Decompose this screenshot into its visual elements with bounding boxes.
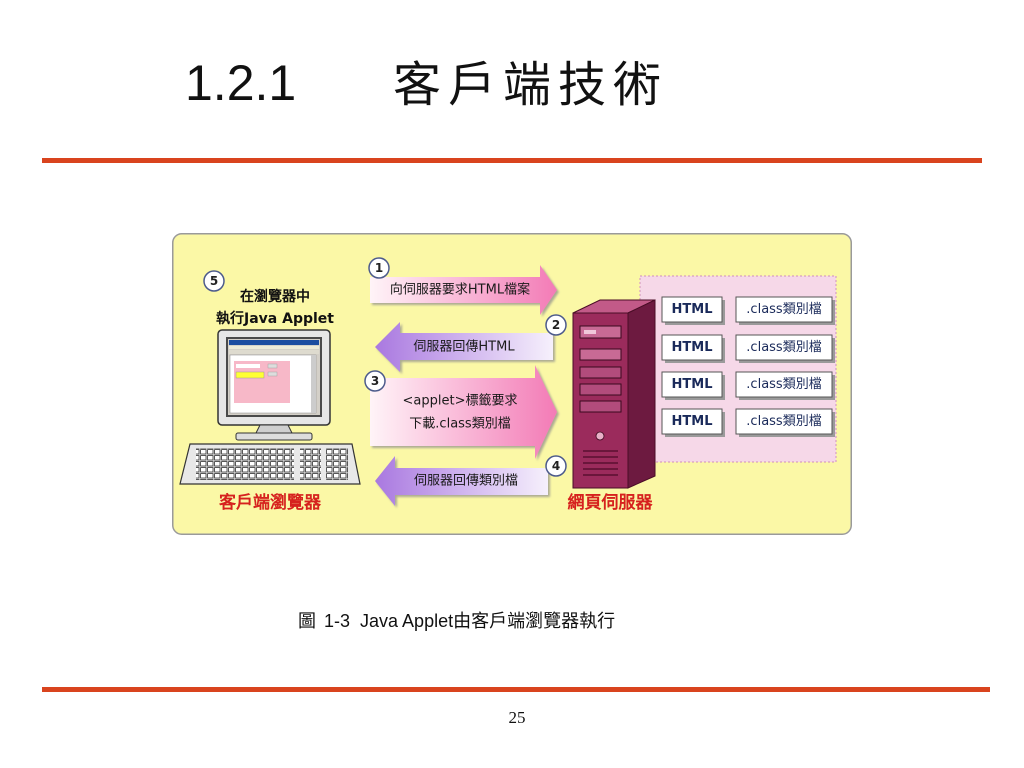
arrow-1-label: 向伺服器要求HTML檔案 [390, 282, 530, 298]
arrow-2-return-html: 伺服器回傳HTML [375, 322, 553, 372]
server-tower-icon [572, 299, 656, 489]
arrow-2-label: 伺服器回傳HTML [413, 340, 515, 355]
section-number: 1.2.1 [185, 55, 297, 111]
step-5-line-2: 執行Java Applet [216, 310, 334, 327]
file-row-4: HTML .class類別檔 [661, 408, 835, 437]
arrow-1-shape [370, 265, 557, 315]
step-5-number: 5 [210, 274, 218, 288]
file-row-3: HTML .class類別檔 [661, 371, 835, 400]
file-row-2: HTML .class類別檔 [661, 334, 835, 363]
html-file-box [661, 408, 723, 435]
html-file-box [661, 371, 723, 398]
arrow-3-label-line-1: <applet>標籤要求 [403, 394, 518, 409]
caption-figure-number: 1-3 Java Applet [324, 611, 454, 631]
screen-window-titlebar [229, 340, 319, 345]
step-4-badge: 4 [545, 455, 567, 477]
arrow-3-label-line-2: 下載.class類別檔 [409, 417, 510, 432]
arrow-4-return-class: 伺服器回傳類別檔 [375, 456, 548, 506]
screen-window-menubar [229, 346, 319, 349]
step-4-number: 4 [552, 459, 560, 473]
screen-applet-highlight [235, 371, 265, 379]
server-drive-bay [579, 383, 622, 396]
html-file-label: HTML [672, 414, 713, 429]
keyboard-icon [179, 443, 361, 485]
html-file-box [661, 296, 723, 323]
file-row-1: HTML .class類別檔 [661, 296, 835, 325]
class-file-label: .class類別檔 [746, 414, 821, 429]
arrow-3-shape [370, 365, 557, 459]
applet-diagram: 5 在瀏覽器中 執行Java Applet [172, 233, 852, 535]
computer-monitor-icon [217, 329, 331, 441]
server-drive-bay [579, 348, 622, 361]
server-drive-bay [579, 366, 622, 379]
screen-window-toolbar [229, 350, 319, 354]
keyboard-numpad-keys [326, 448, 348, 480]
screen-scrollbar [311, 355, 316, 413]
class-file-box [735, 371, 833, 398]
arrow-4-shape [375, 456, 548, 506]
web-server-label: 網頁伺服器 [568, 492, 654, 513]
monitor-neck [255, 424, 293, 434]
class-file-box [735, 296, 833, 323]
class-file-box [735, 334, 833, 361]
server-side [627, 299, 656, 489]
page-number: 25 [508, 708, 526, 727]
server-drive-bay [579, 325, 622, 339]
figure-caption: 圖 1-3 Java Applet由客戶端瀏覽器執行 [298, 607, 615, 635]
top-divider [42, 158, 982, 163]
step-1-circle [368, 257, 390, 279]
step-2-number: 2 [552, 318, 560, 332]
diagram-canvas: 5 在瀏覽器中 執行Java Applet [172, 233, 852, 535]
step-5-badge: 5 [203, 270, 225, 292]
keyboard-nav-keys [300, 448, 321, 480]
arrow-2-shape [375, 322, 553, 372]
html-file-label: HTML [672, 302, 713, 317]
step-5-circle [203, 270, 225, 292]
screen-applet-button [267, 363, 278, 369]
client-browser-label: 客戶端瀏覽器 [218, 492, 322, 513]
page-title: 客戶端技術 [393, 57, 669, 113]
arrow-3-request-class: <applet>標籤要求 下載.class類別檔 [370, 365, 557, 459]
step-2-badge: 2 [545, 314, 567, 336]
class-file-label: .class類別檔 [746, 377, 821, 392]
caption-text: 由客戶端瀏覽器執行 [453, 611, 616, 632]
class-file-label: .class類別檔 [746, 302, 821, 317]
arrow-4-label: 伺服器回傳類別檔 [414, 474, 518, 489]
step-3-number: 3 [371, 374, 379, 388]
step-3-circle [364, 370, 386, 392]
server-drive-slot [584, 330, 596, 334]
bottom-divider [42, 687, 990, 692]
screen-applet-field [236, 364, 260, 368]
html-file-label: HTML [672, 340, 713, 355]
html-file-box [661, 334, 723, 361]
server-drive-bay [579, 400, 622, 413]
monitor-base [235, 432, 313, 441]
caption-figure-label: 圖 [298, 611, 316, 632]
keyboard-main-keys [196, 448, 294, 480]
step-1-badge: 1 [368, 257, 390, 279]
step-4-circle [545, 455, 567, 477]
class-file-box [735, 408, 833, 435]
arrow-1-request-html: 向伺服器要求HTML檔案 [370, 265, 557, 315]
step-3-badge: 3 [364, 370, 386, 392]
class-file-label: .class類別檔 [746, 340, 821, 355]
html-file-label: HTML [672, 377, 713, 392]
step-5-line-1: 在瀏覽器中 [240, 288, 310, 305]
step-2-circle [545, 314, 567, 336]
step-1-number: 1 [375, 261, 383, 275]
screen-applet-button [267, 371, 278, 377]
server-power-button [595, 431, 605, 441]
